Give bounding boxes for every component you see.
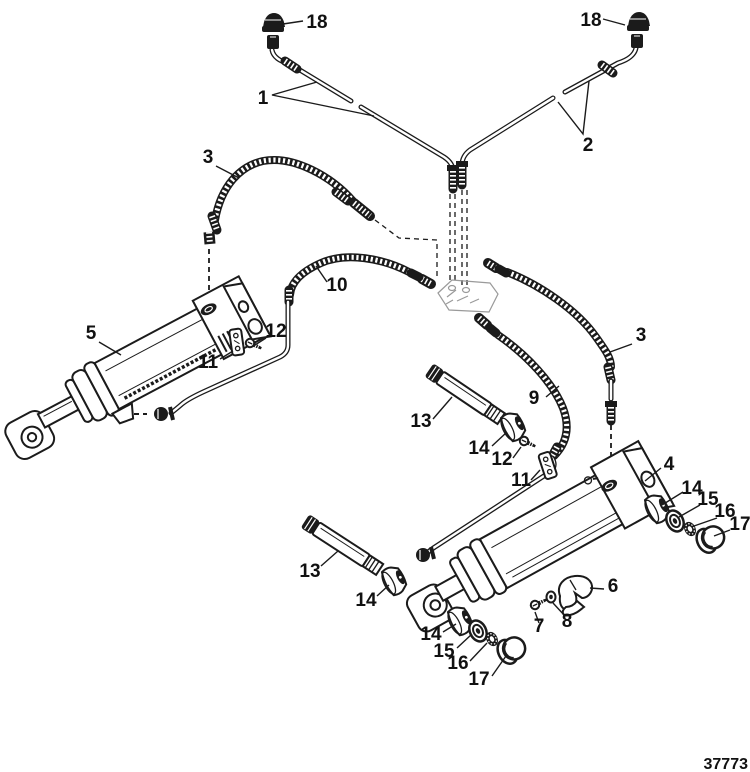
bushing-14-lower-left — [377, 562, 411, 599]
leader-lines — [98, 18, 731, 677]
leader-line — [469, 642, 488, 662]
cap-17-bottom — [492, 631, 531, 669]
connector-block-ghost — [437, 279, 499, 313]
callout-11-mid: 11 — [511, 470, 532, 491]
leader-line — [320, 550, 339, 567]
trim-cylinder-4 — [405, 439, 676, 633]
callout-14-lower-left: 14 — [355, 590, 377, 611]
leader-line — [557, 80, 590, 136]
pivot-pin-13-lower — [301, 515, 385, 577]
callout-17-right: 17 — [729, 514, 750, 535]
hose-10 — [98, 253, 436, 421]
screw-12-mid — [517, 434, 539, 452]
callout-14-mid: 14 — [468, 438, 490, 459]
callout-18-right: 18 — [580, 10, 601, 31]
leader-line — [661, 491, 684, 506]
callout-1: 1 — [258, 88, 269, 109]
cap-fitting-18-right — [627, 12, 650, 48]
leader-line — [315, 265, 328, 283]
callout-10: 10 — [326, 275, 347, 296]
callout-17-bottom: 17 — [468, 669, 489, 690]
callout-12-mid: 12 — [491, 449, 512, 470]
leader-line — [456, 633, 473, 649]
leader-line — [644, 467, 662, 482]
callout-9: 9 — [529, 388, 540, 409]
callout-12-left: 12 — [265, 321, 286, 342]
leader-line — [530, 469, 541, 481]
leader-line — [512, 446, 522, 459]
leader-line — [215, 165, 240, 179]
cap-17-right — [691, 520, 730, 558]
leader-line — [693, 517, 718, 527]
callout-11-left: 11 — [198, 352, 219, 373]
callout-2: 2 — [583, 135, 594, 156]
callout-labels: 18 18 1 2 3 3 10 5 12 11 13 9 14 12 11 4… — [86, 10, 750, 690]
hose-3-right — [483, 258, 617, 471]
drawing-number: 37773 — [704, 756, 749, 772]
hydraulic-tube-1 — [269, 47, 459, 194]
callout-13-lower: 13 — [299, 561, 320, 582]
callout-14-right: 14 — [681, 478, 703, 499]
pivot-pin-13-upper — [425, 364, 507, 426]
leader-line — [589, 587, 605, 590]
callout-6: 6 — [608, 576, 619, 597]
callout-16-right: 16 — [714, 501, 735, 522]
leader-line — [491, 655, 507, 677]
callout-3-left: 3 — [203, 147, 214, 168]
anode-clamp-6 — [558, 574, 594, 617]
alignment-dashes-center — [449, 190, 468, 286]
callout-16-bottom: 16 — [447, 653, 468, 674]
washer-8 — [545, 590, 557, 604]
leader-line — [376, 584, 390, 597]
callout-3-right: 3 — [636, 325, 647, 346]
leader-line — [432, 396, 453, 420]
leader-line — [98, 341, 122, 356]
hydraulic-tube-2 — [456, 45, 639, 190]
cap-fitting-18-left — [262, 13, 285, 49]
leader-line — [713, 529, 731, 537]
leader-line — [534, 611, 540, 624]
callout-15-bottom: 15 — [433, 641, 455, 662]
leader-line — [678, 504, 701, 518]
callout-7: 7 — [534, 616, 545, 637]
callout-5: 5 — [86, 323, 97, 344]
leader-line — [552, 602, 566, 617]
callout-8: 8 — [562, 611, 573, 632]
leader-line — [602, 18, 626, 26]
callout-13-upper: 13 — [410, 411, 431, 432]
callout-18-left: 18 — [306, 12, 327, 33]
leader-line — [254, 337, 267, 346]
leader-line — [282, 20, 304, 25]
leader-line — [442, 623, 457, 633]
screw-7 — [528, 594, 550, 612]
leader-line — [609, 343, 633, 353]
leader-line — [219, 350, 234, 360]
callout-4: 4 — [664, 454, 675, 475]
callout-15-right: 15 — [697, 489, 719, 510]
callout-14-bottom: 14 — [420, 624, 442, 645]
leader-line — [491, 431, 508, 447]
leader-line — [271, 81, 375, 117]
leader-line — [545, 385, 560, 398]
hose-3-left — [203, 156, 438, 301]
